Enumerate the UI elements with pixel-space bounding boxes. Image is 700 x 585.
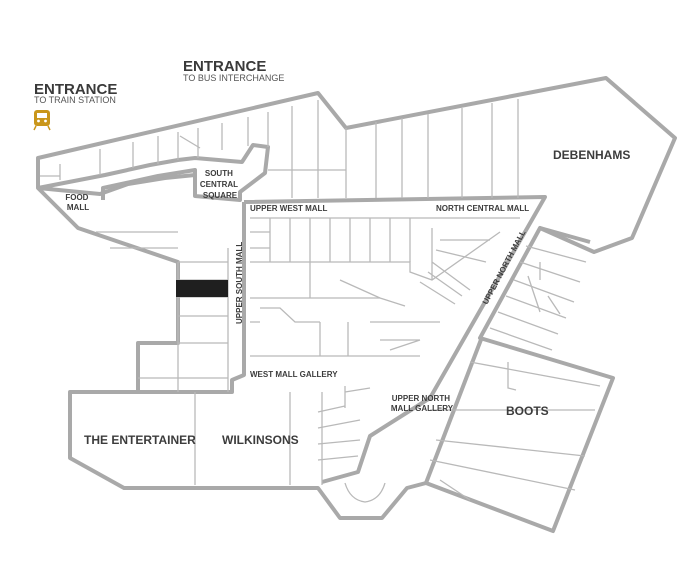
area-food-mall: FOOD MALL bbox=[65, 193, 90, 212]
store-debenhams: DEBENHAMS bbox=[553, 148, 630, 162]
area-west-mall-gallery: WEST MALL GALLERY bbox=[250, 370, 338, 379]
store-the-entertainer: THE ENTERTAINER bbox=[84, 433, 196, 447]
entrance-train-subtitle: TO TRAIN STATION bbox=[34, 95, 116, 105]
area-upper-west-mall: UPPER WEST MALL bbox=[250, 204, 327, 213]
shop-unit-lines bbox=[40, 99, 601, 503]
outer-wall-west-block bbox=[36, 76, 677, 533]
area-upper-south-mall: UPPER SOUTH MALL bbox=[235, 242, 244, 324]
store-boots: BOOTS bbox=[506, 404, 549, 418]
area-north-central-mall: NORTH CENTRAL MALL bbox=[436, 204, 529, 213]
entrance-bus-subtitle: TO BUS INTERCHANGE bbox=[183, 73, 284, 83]
entrance-bus-title: ENTRANCE bbox=[183, 58, 266, 75]
store-wilkinsons: WILKINSONS bbox=[222, 433, 299, 447]
highlighted-unit bbox=[176, 280, 228, 297]
train-icon bbox=[33, 110, 51, 131]
area-south-central-square: SOUTH CENTRAL SQUARE bbox=[200, 169, 240, 200]
area-upper-north-mall-gallery: UPPER NORTH MALL GALLERY bbox=[391, 394, 454, 413]
entrance-train-title: ENTRANCE bbox=[34, 81, 117, 98]
